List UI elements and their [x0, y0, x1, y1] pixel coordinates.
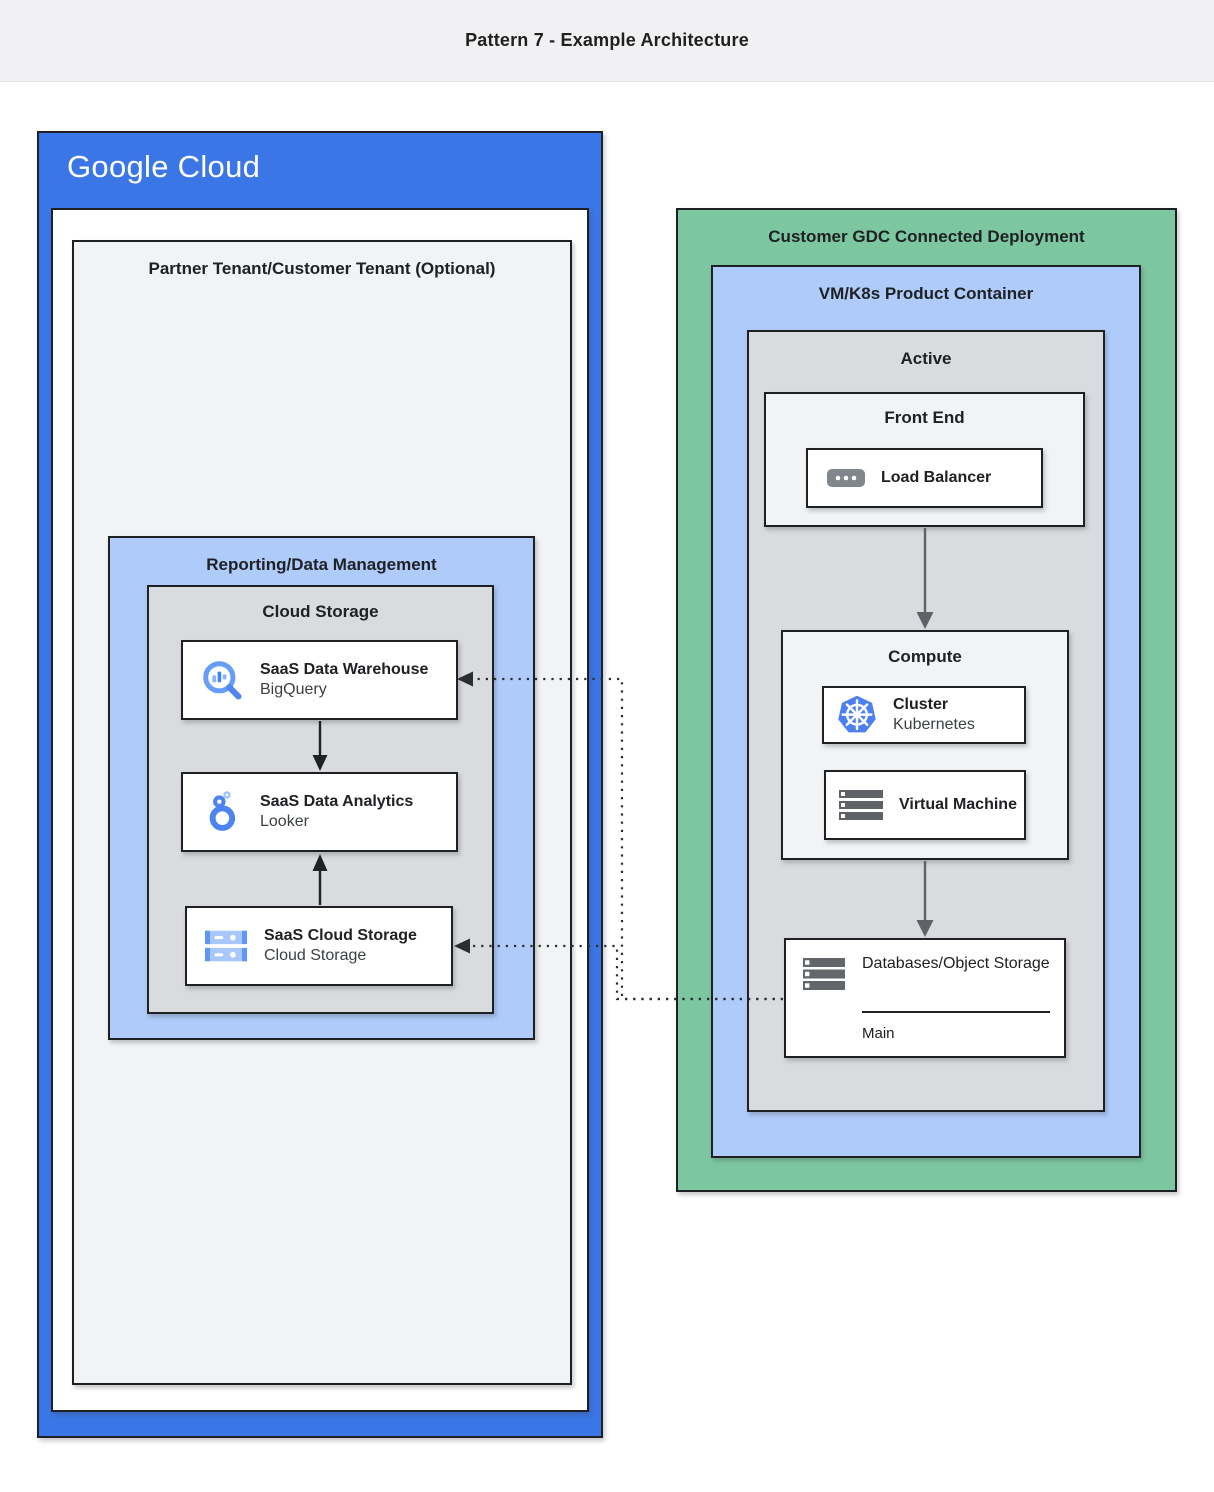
compute-label: Compute [888, 647, 962, 666]
node-title: SaaS Data Warehouse [260, 661, 429, 678]
vmk8s-label: VM/K8s Product Container [818, 284, 1034, 303]
node-title: SaaS Cloud Storage [264, 927, 417, 944]
node-subtitle: BigQuery [260, 681, 327, 698]
partner-tenant-label: Partner Tenant/Customer Tenant (Optional… [148, 259, 496, 278]
node-title: Load Balancer [881, 469, 992, 486]
load-balancer-node: Load Balancer [806, 448, 1043, 508]
bigquery-icon [199, 657, 245, 703]
virtual-machine-node: Virtual Machine [824, 770, 1026, 840]
cloud-storage-icon [203, 925, 249, 967]
kubernetes-icon [836, 694, 878, 736]
customer-gdc-label: Customer GDC Connected Deployment [768, 227, 1085, 246]
databases-icon [802, 954, 846, 999]
node-subtitle: Cloud Storage [264, 947, 367, 964]
virtual-machine-icon [838, 787, 884, 823]
saas-data-warehouse-node: SaaS Data Warehouse BigQuery [181, 640, 458, 720]
node-title: SaaS Data Analytics [260, 793, 414, 810]
reporting-label: Reporting/Data Management [206, 555, 437, 574]
active-label: Active [900, 349, 952, 368]
looker-icon [199, 789, 245, 835]
front-end-label: Front End [884, 408, 965, 427]
saas-cloud-storage-node: SaaS Cloud Storage Cloud Storage [185, 906, 453, 986]
google-cloud-logo: Google Cloud [67, 149, 261, 184]
node-title: Virtual Machine [899, 796, 1017, 813]
cloud-storage-group-label: Cloud Storage [262, 602, 379, 621]
load-balancer-icon [826, 468, 866, 488]
node-title: Cluster [893, 696, 949, 713]
db-divider [862, 1011, 1050, 1013]
node-subtitle: Kubernetes [893, 716, 975, 733]
saas-data-analytics-node: SaaS Data Analytics Looker [181, 772, 458, 852]
diagram-title: Pattern 7 - Example Architecture [465, 30, 749, 50]
node-title: Databases/Object Storage [862, 955, 1050, 972]
node-subtitle: Looker [260, 813, 309, 830]
diagram-header: Pattern 7 - Example Architecture [0, 0, 1214, 82]
db-footer: Main [862, 1025, 895, 1042]
cluster-kubernetes-node: Cluster Kubernetes [822, 686, 1026, 744]
databases-object-storage-node: Databases/Object Storage Main [784, 938, 1066, 1058]
